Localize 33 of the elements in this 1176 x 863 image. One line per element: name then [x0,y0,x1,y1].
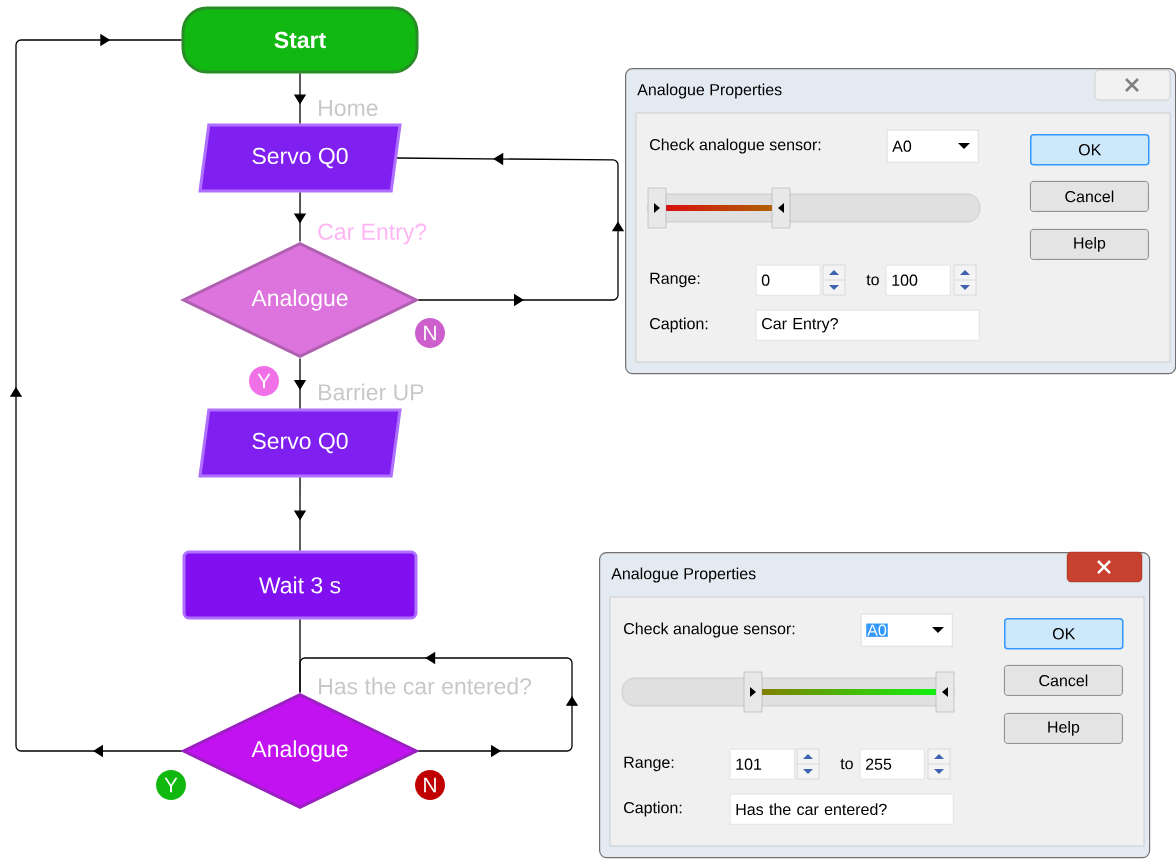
servo-parallelogram: Servo Q0 [198,408,402,478]
input-field: Has the car entered? [730,794,954,825]
input-field: Car Entry? [756,310,980,341]
dialog-title: Analogue Properties [611,567,756,583]
combo-box: A0 [887,130,979,163]
ok-button: OK [1004,618,1124,650]
arrow [9,33,183,758]
help-button: Help [1004,713,1123,744]
input-field: 255 [860,749,925,780]
field-label: Range: [650,272,700,288]
input-field: 100 [886,265,951,296]
field-label: Check analogue sensor: [650,138,821,154]
branch-badge: N [415,770,445,800]
branch-badge: Y [156,770,186,800]
input-field: 0 [756,265,821,296]
cancel-button: Cancel [1004,665,1123,696]
input-field: 101 [730,749,795,780]
dialog-title: Analogue Properties [637,83,782,99]
field-label: Range: [624,756,674,772]
start-terminal: Start [181,6,419,74]
field-label: to [840,758,853,770]
field-label: Check analogue sensor: [624,622,795,638]
ok-button: OK [1030,134,1150,166]
field-label: Caption: [650,317,708,333]
wait-box: Wait 3 s [182,550,418,620]
field-label: to [866,274,879,286]
servo-parallelogram: Servo Q0 [198,123,402,193]
combo-box: A0 [861,614,953,647]
cancel-button: Cancel [1030,181,1149,212]
field-label: Caption: [624,801,682,817]
branch-badge: Y [249,366,279,396]
help-button: Help [1030,229,1149,260]
branch-badge: N [415,318,445,348]
